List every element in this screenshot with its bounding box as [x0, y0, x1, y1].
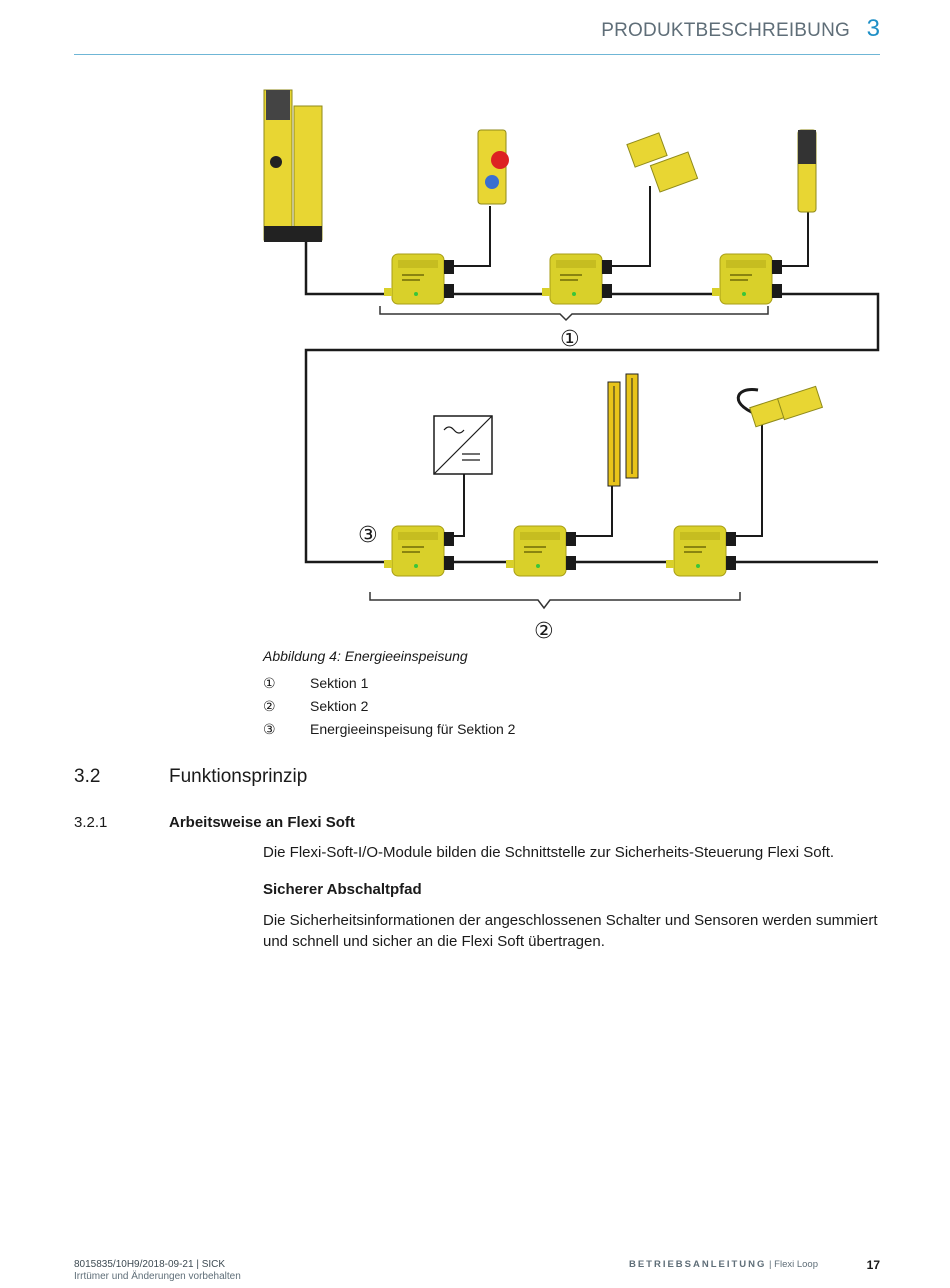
callout-2: ② — [534, 619, 554, 642]
subsection-title: Arbeitsweise an Flexi Soft — [169, 814, 355, 831]
legend-item: ① Sektion 1 — [263, 675, 863, 698]
io-module — [505, 525, 577, 577]
footer-manual-label: BETRIEBSANLEITUNG — [628, 1259, 767, 1270]
callout-1: ① — [560, 327, 580, 352]
figure-energy-feed: ① ③ — [258, 86, 880, 642]
subsection-heading: 3.2.1 Arbeitsweise an Flexi Soft — [74, 814, 355, 831]
io-module — [383, 253, 455, 305]
figure-caption: Abbildung 4: Energieeinspeisung — [263, 648, 468, 664]
section-heading: 3.2 Funktionsprinzip — [74, 766, 307, 788]
legend-text: Sektion 2 — [310, 698, 369, 714]
legend-number: ③ — [263, 721, 276, 737]
callout-3: ③ — [358, 523, 378, 548]
footer-product: Flexi Loop — [774, 1259, 818, 1270]
section-title: Funktionsprinzip — [169, 766, 308, 787]
footer-disclaimer: Irrtümer und Änderungen vorbehalten — [74, 1271, 241, 1282]
flexi-soft-controller — [263, 89, 323, 242]
page-number: 17 — [866, 1258, 880, 1272]
section-number: 3.2 — [74, 766, 101, 787]
chapter-title: PRODUKTBESCHREIBUNG — [601, 20, 850, 41]
paragraph-safety-info: Die Sicherheitsinformationen der angesch… — [263, 912, 878, 950]
legend-text: Sektion 1 — [310, 675, 369, 691]
figure-diagram: ① ③ — [263, 89, 880, 642]
paragraph-interface: Die Flexi-Soft-I/O-Module bilden die Sch… — [263, 844, 835, 861]
legend-number: ② — [263, 698, 276, 714]
footer-doc-type: BETRIEBSANLEITUNG | Flexi Loop — [628, 1259, 818, 1270]
io-module — [665, 525, 737, 577]
footer-doc-id: 8015835/10H9/2018-09-21 | SICK — [74, 1259, 226, 1270]
emergency-stop-switch — [477, 129, 509, 205]
magnetic-safety-sensor — [736, 385, 824, 428]
legend-number: ① — [263, 675, 276, 691]
safety-light-curtain — [607, 373, 639, 487]
io-module — [711, 253, 783, 305]
power-supply-symbol — [433, 415, 493, 475]
footer-document-info: 8015835/10H9/2018-09-21 | SICK Irrtümer … — [74, 1259, 241, 1283]
chapter-number: 3 — [866, 15, 880, 42]
legend-text: Energieeinspeisung für Sektion 2 — [310, 721, 516, 737]
io-module-feed — [383, 525, 455, 577]
subheading-shutdown-path: Sicherer Abschaltpfad — [263, 881, 422, 898]
io-module — [541, 253, 613, 305]
safety-switch-pair — [626, 132, 699, 193]
legend-item: ② Sektion 2 — [263, 698, 863, 721]
figure-legend: ① Sektion 1 ② Sektion 2 ③ Energieeinspei… — [263, 675, 863, 744]
subsection-number: 3.2.1 — [74, 814, 108, 831]
page-header: PRODUKTBESCHREIBUNG 3 — [74, 14, 880, 55]
legend-item: ③ Energieeinspeisung für Sektion 2 — [263, 721, 863, 744]
bolt-switch — [797, 129, 817, 213]
